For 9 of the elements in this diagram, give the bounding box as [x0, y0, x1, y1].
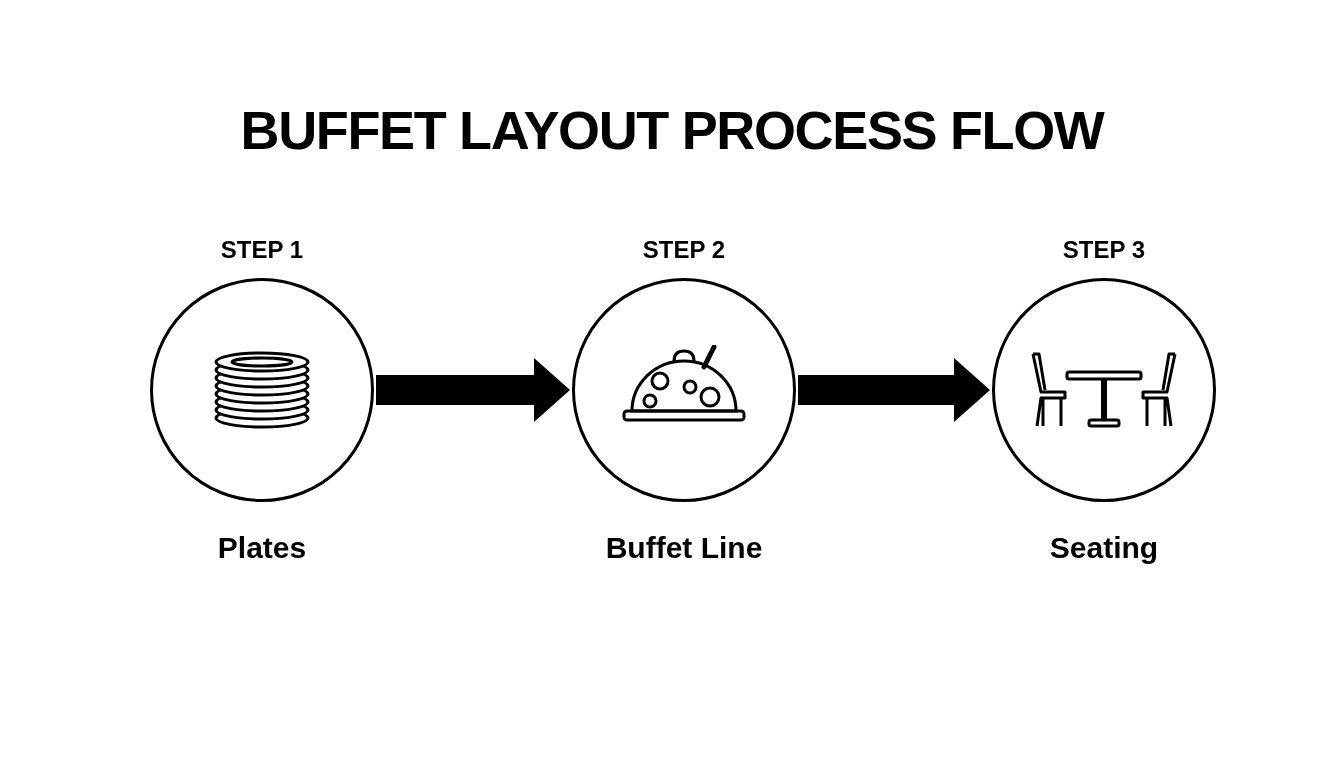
step-label: STEP 1: [220, 236, 304, 264]
arrow: [376, 358, 570, 422]
title: BUFFET LAYOUT PROCESS FLOW: [240, 99, 1104, 162]
step-name: Seating: [1049, 530, 1159, 566]
step-label: STEP 3: [1062, 236, 1146, 264]
step-label: STEP 2: [642, 236, 726, 264]
arrow: [798, 358, 990, 422]
step-name: Buffet Line: [605, 530, 763, 566]
step-name: Plates: [217, 530, 307, 566]
